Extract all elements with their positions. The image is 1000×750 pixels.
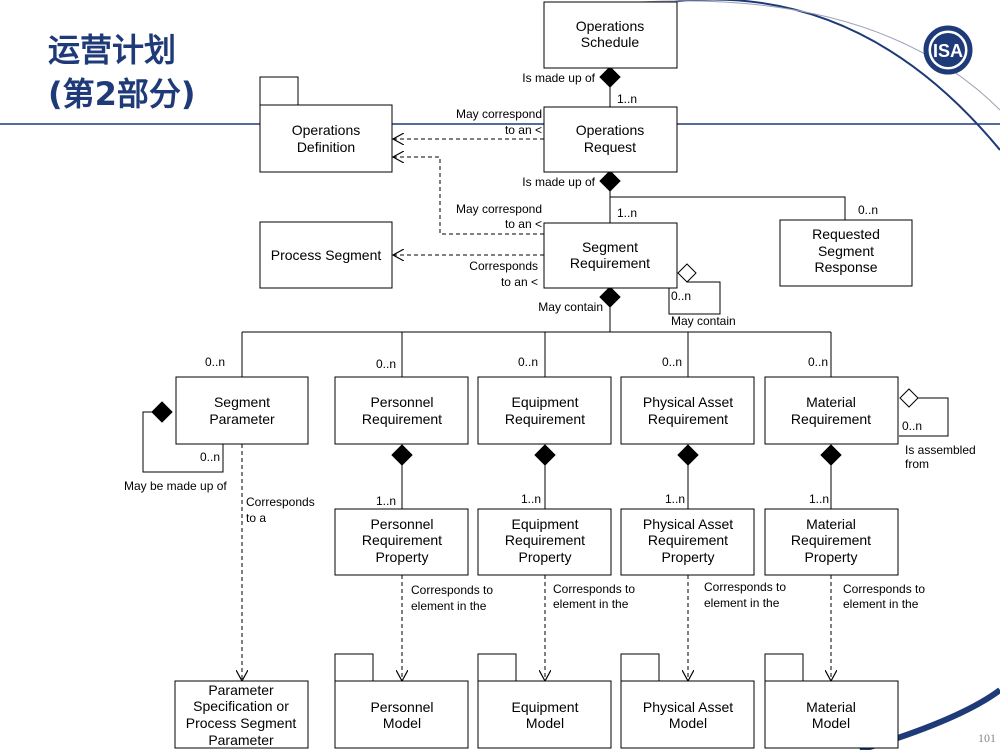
label-schedule-made-up-of: Is made up of <box>522 71 595 85</box>
isa-logo: ISA <box>923 25 973 75</box>
mult-request: 1..n <box>617 92 637 106</box>
mult-material-property: 1..n <box>809 492 829 506</box>
equipment-model-tab <box>477 653 517 682</box>
mult-segment-self: 0..n <box>671 289 691 303</box>
process-segment-text: Process Segment <box>271 247 382 263</box>
mult-material-self: 0..n <box>902 419 922 433</box>
mult-physical-asset: 0..n <box>662 355 682 369</box>
label-may-be-made-up-of: May be made up of <box>124 479 227 493</box>
mult-physical-asset-property: 1..n <box>665 492 685 506</box>
physical-asset-requirement-property-box <box>620 508 755 576</box>
personnel-model-box <box>334 680 469 749</box>
operations-definition-box <box>259 104 393 173</box>
parameter-specification-box <box>174 680 309 749</box>
requested-segment-response-box <box>779 219 913 287</box>
page-number: 101 <box>978 731 996 745</box>
process-segment-box <box>259 221 393 289</box>
physical-asset-requirement-box <box>620 376 755 445</box>
mult-segment-parameter: 0..n <box>205 355 225 369</box>
slide-title-line-1: 运营计划 <box>48 31 177 69</box>
material-model-tab <box>764 653 804 682</box>
label-request-made-up-of: Is made up of <box>522 175 595 189</box>
operations-schedule-box <box>543 1 678 69</box>
equipment-model-box <box>477 680 612 749</box>
mult-material: 0..n <box>808 355 828 369</box>
mult-segment-parameter-self: 0..n <box>200 450 220 464</box>
operations-definition-tab <box>259 76 299 106</box>
diamonds <box>151 66 919 466</box>
personnel-model-tab <box>334 653 374 682</box>
mult-equipment: 0..n <box>518 355 538 369</box>
material-requirement-box <box>764 376 899 445</box>
mult-requested-response: 0..n <box>858 203 878 217</box>
mult-segment-requirement: 1..n <box>617 206 637 220</box>
mult-personnel: 0..n <box>376 357 396 371</box>
operations-request-box <box>543 106 678 173</box>
mult-personnel-property: 1..n <box>376 494 396 508</box>
material-requirement-property-box <box>764 508 899 576</box>
label-segment-self-may-contain: May contain <box>671 314 736 328</box>
segment-parameter-box <box>175 376 309 445</box>
physical-asset-model-box <box>620 680 755 749</box>
physical-asset-model-tab <box>620 653 660 682</box>
connectors <box>142 87 949 681</box>
material-model-box <box>764 680 899 749</box>
logo-text: ISA <box>933 41 963 61</box>
slide-title-line-2: (第2部分) <box>48 75 196 113</box>
mult-equipment-property: 1..n <box>521 492 541 506</box>
equipment-requirement-box <box>477 376 612 445</box>
personnel-requirement-property-box <box>334 508 469 576</box>
segment-requirement-box <box>543 222 678 289</box>
label-may-contain: May contain <box>538 300 603 314</box>
slide-title: 运营计划 (第2部分) <box>48 28 196 116</box>
personnel-requirement-box <box>334 376 469 445</box>
equipment-requirement-property-box <box>477 508 612 576</box>
